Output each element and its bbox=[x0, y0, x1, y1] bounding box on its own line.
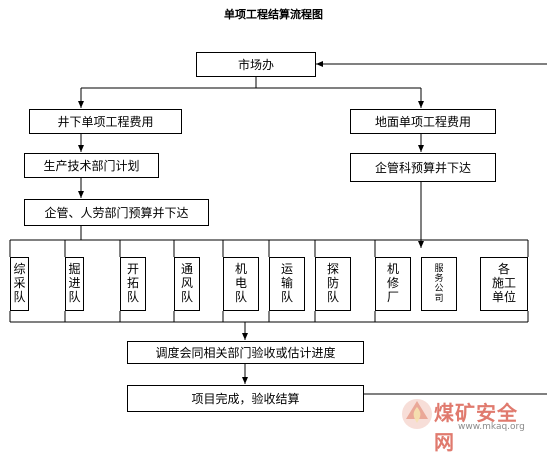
node-project-complete: 项目完成，验收结算 bbox=[127, 385, 364, 412]
unit-jidian: 机电队 bbox=[223, 257, 259, 311]
node-production-plan: 生产技术部门计划 bbox=[24, 153, 159, 178]
node-management-budget: 企管科预算并下达 bbox=[350, 153, 496, 182]
flowchart-connectors bbox=[9, 61, 547, 395]
unit-kaituo: 开拓队 bbox=[120, 257, 146, 311]
unit-construction: 各施工单位 bbox=[480, 257, 528, 311]
unit-yunshu: 运输队 bbox=[269, 257, 305, 311]
unit-tongfeng: 通风队 bbox=[174, 257, 200, 311]
unit-jixiu: 机修厂 bbox=[375, 257, 411, 311]
unit-juejin: 掘进队 bbox=[65, 257, 84, 311]
watermark-logo: 煤矿安全网 www.mkaq.org bbox=[398, 395, 538, 454]
node-surface-cost: 地面单项工程费用 bbox=[350, 109, 496, 134]
unit-fuwu: 服务公司 bbox=[421, 257, 457, 311]
flame-logo-icon bbox=[402, 399, 432, 429]
unit-tanfang: 探防队 bbox=[315, 257, 351, 311]
watermark-url: www.mkaq.org bbox=[458, 422, 525, 432]
node-market: 市场办 bbox=[196, 52, 316, 77]
node-acceptance-check: 调度会同相关部门验收或估计进度 bbox=[127, 341, 364, 364]
node-hr-budget: 企管、人劳部门预算并下达 bbox=[24, 199, 209, 226]
chart-title: 单项工程结算流程图 bbox=[224, 8, 323, 21]
node-underground-cost: 井下单项工程费用 bbox=[29, 109, 182, 134]
unit-zongcai: 综采队 bbox=[10, 257, 29, 311]
